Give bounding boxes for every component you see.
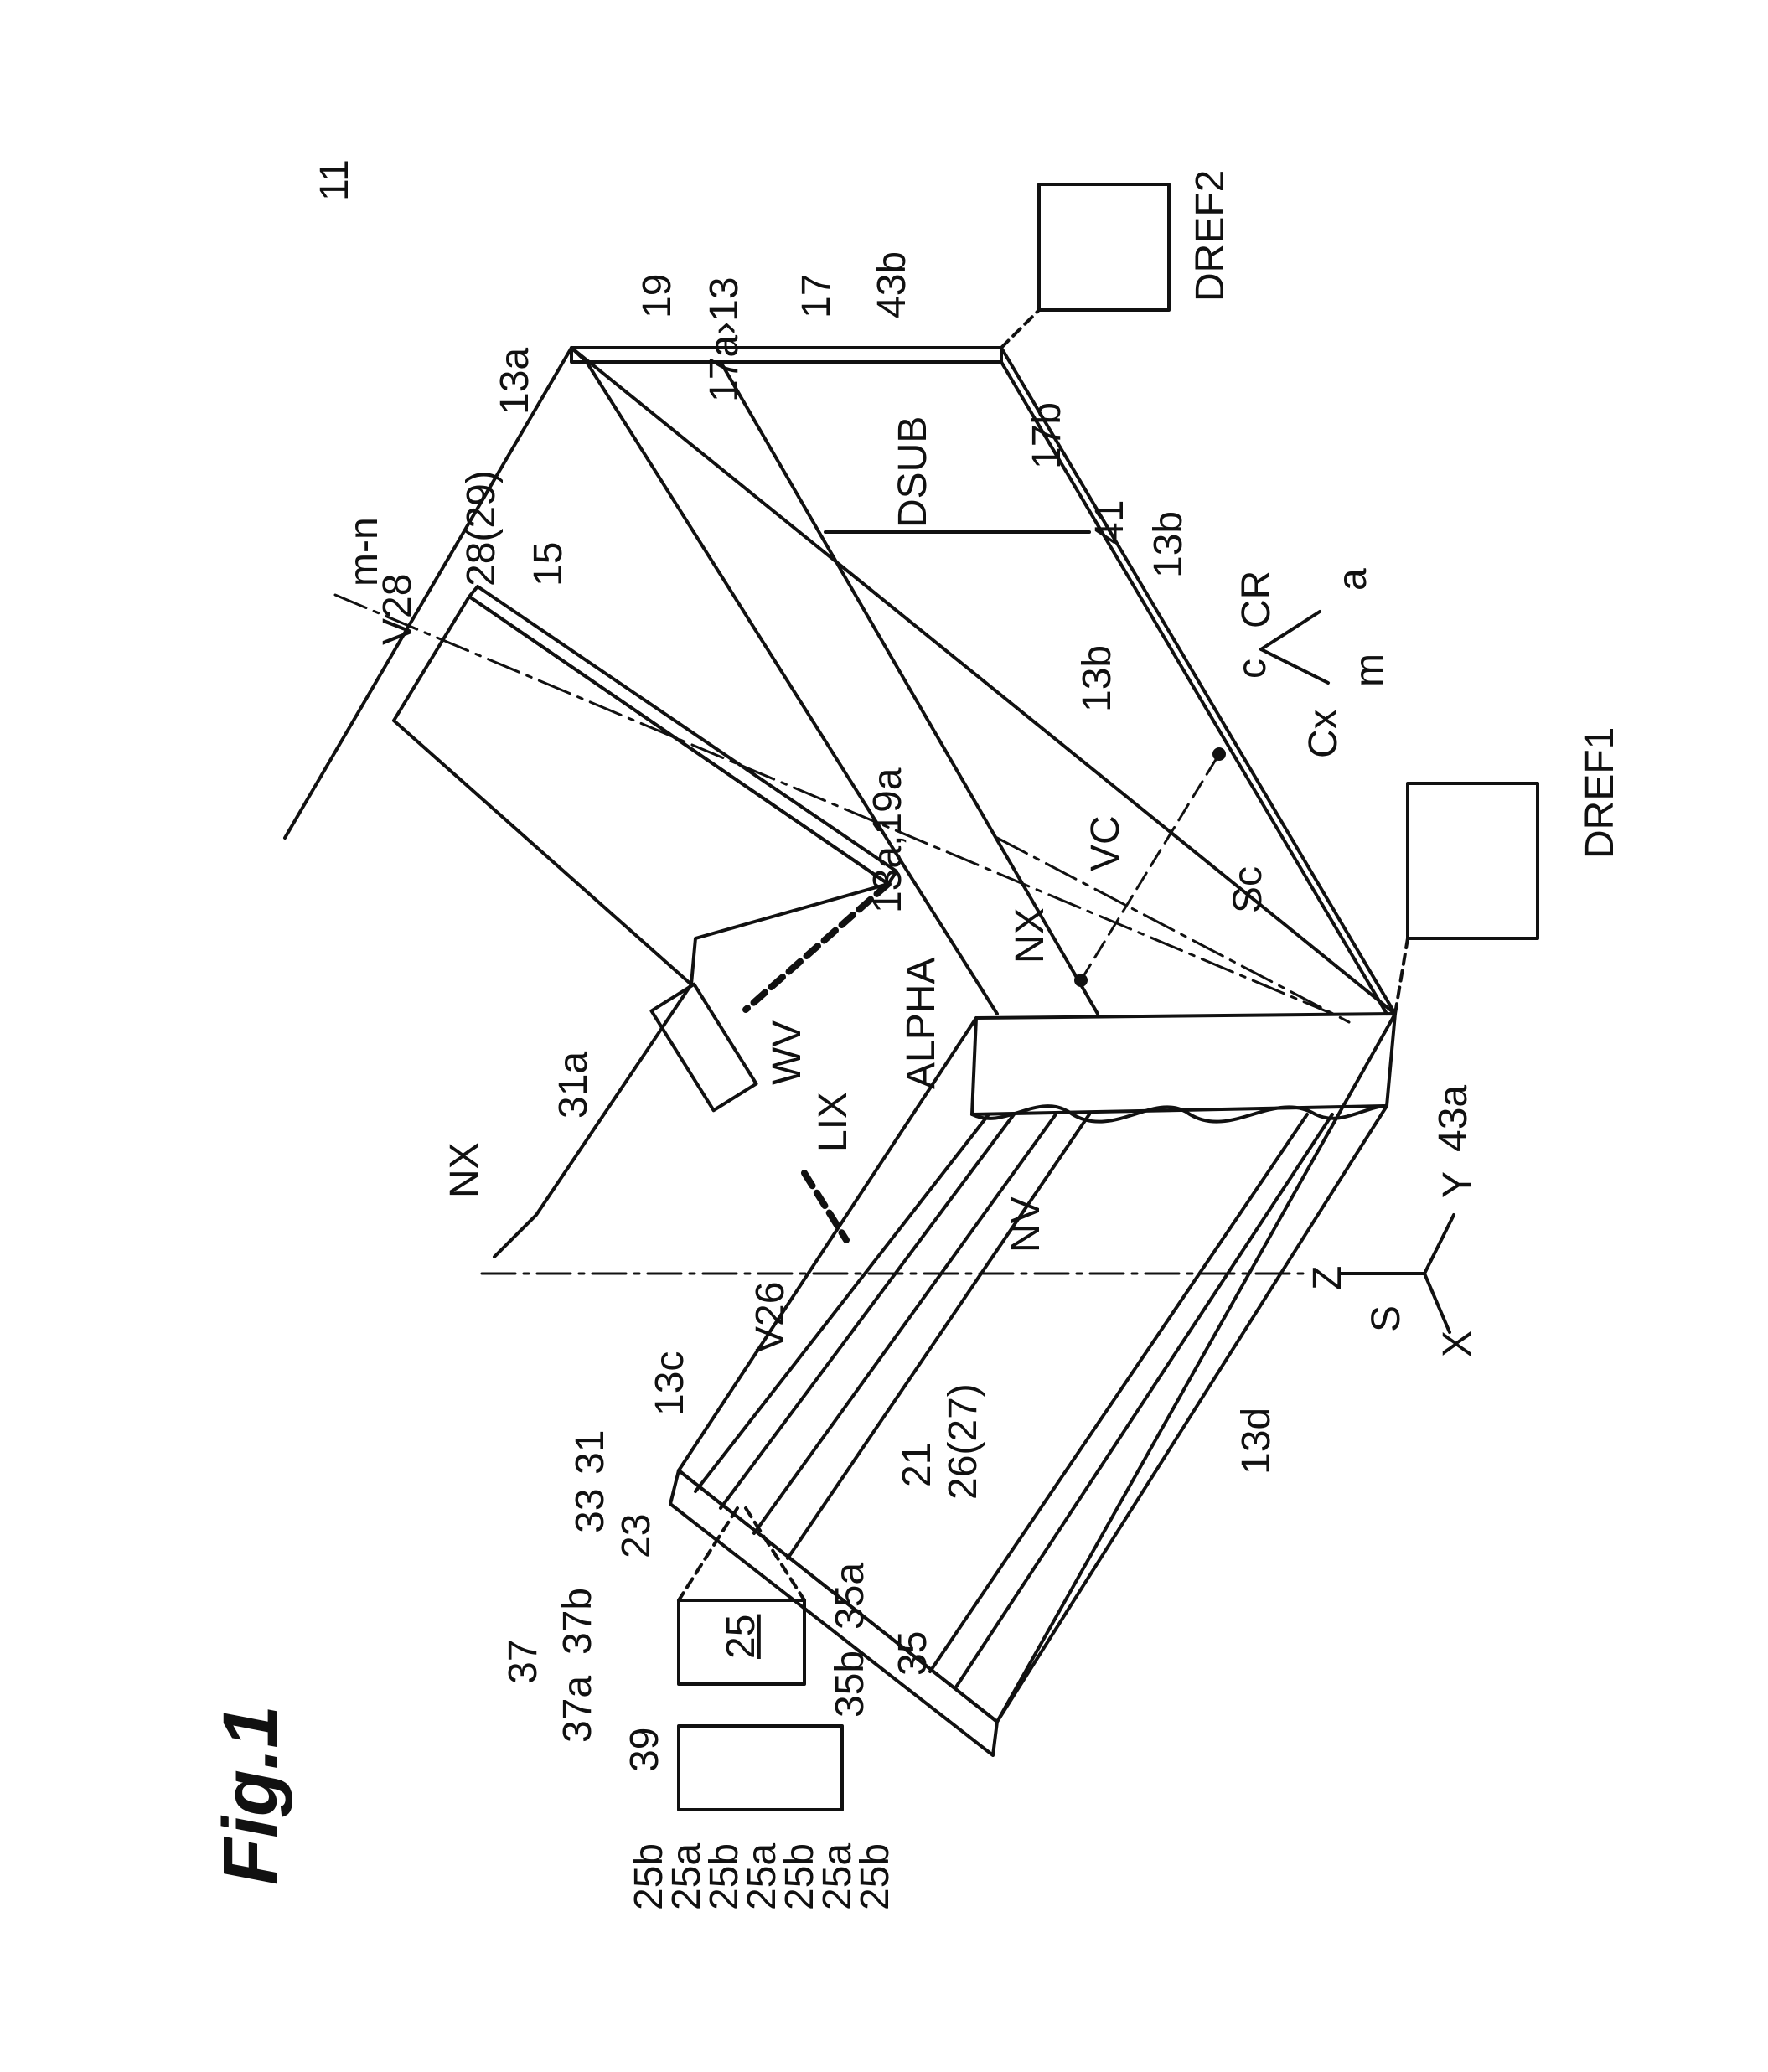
dref1-lead-a	[1395, 938, 1408, 1014]
edge-bottom-long	[997, 1106, 1387, 1722]
end-face-43a	[972, 1014, 1395, 1114]
label-43b: 43b	[870, 251, 914, 318]
substrate-top-outline	[285, 348, 1395, 1722]
label-35: 35	[891, 1631, 935, 1676]
label-z: Z	[1305, 1266, 1350, 1290]
label-nv: NV	[1004, 1196, 1048, 1253]
label-21: 21	[895, 1443, 939, 1487]
label-a: a	[1331, 568, 1375, 591]
label-cx: Cx	[1301, 709, 1346, 758]
label-31a: 31a	[551, 1052, 596, 1119]
label-dref2: DREF2	[1188, 170, 1233, 302]
label-wv: WV	[765, 1020, 809, 1085]
label-13d: 13d	[1234, 1408, 1279, 1475]
label-17a13: 17a›13	[702, 277, 747, 402]
figure-title: Fig.1	[208, 1705, 293, 1885]
label-lix: LIX	[811, 1092, 856, 1152]
label-39: 39	[623, 1728, 667, 1772]
stripe-13d	[930, 1114, 1307, 1672]
axis-y	[1424, 1215, 1454, 1274]
label-13a19a: 13a,19a	[866, 767, 910, 913]
end-block-43b-side	[571, 348, 1001, 362]
label-33: 33	[568, 1489, 613, 1533]
label-25: 25	[719, 1615, 763, 1659]
label-y: Y	[1435, 1171, 1480, 1198]
label-19: 19	[635, 274, 680, 318]
ref-11: 11	[313, 159, 357, 201]
label-13b-right: 13b	[1146, 511, 1191, 578]
stack-label-7: 25b	[853, 1843, 897, 1910]
label-28: 28(29)	[459, 470, 504, 586]
label-35a: 35a	[828, 1563, 872, 1630]
label-35b: 35b	[828, 1651, 872, 1718]
label-37b: 37b	[556, 1588, 600, 1655]
dref2-lead-a	[1001, 310, 1039, 348]
label-c: c	[1230, 659, 1274, 679]
label-31: 31	[568, 1430, 613, 1475]
label-17: 17	[794, 274, 839, 318]
label-sc: Sc	[1226, 866, 1270, 913]
label-13a-top: 13a	[493, 348, 537, 415]
label-dref1: DREF1	[1578, 727, 1622, 859]
label-dsub: DSUB	[891, 416, 935, 528]
label-nx-mid: NX	[1008, 907, 1052, 964]
label-x: X	[1435, 1331, 1480, 1357]
label-v28: V28	[375, 574, 420, 645]
point-cx	[1214, 749, 1224, 759]
label-cr: CR	[1234, 571, 1279, 628]
end-block-43b	[571, 348, 1001, 362]
dref2-box	[1039, 184, 1169, 310]
label-v26: V26	[748, 1282, 793, 1353]
label-43a: 43a	[1431, 1085, 1476, 1152]
labels: Fig.1 11 13a 28(29) m-n V28 15 19 17a›13…	[208, 159, 1622, 1910]
label-15: 15	[526, 542, 571, 586]
label-17b: 17b	[1025, 402, 1069, 469]
label-nx-left: NX	[442, 1142, 487, 1198]
point-nx	[1076, 975, 1086, 985]
label-37: 37	[501, 1640, 545, 1684]
hatch-lix	[804, 1173, 846, 1240]
label-2627: 26(27)	[941, 1383, 985, 1500]
label-s: S	[1364, 1305, 1409, 1332]
ridge-inner	[394, 721, 691, 984]
edge-17b	[587, 362, 997, 1014]
ridge-15	[469, 586, 897, 884]
dref1-box	[1408, 783, 1538, 938]
label-alpha: ALPHA	[899, 958, 943, 1089]
label-m: m	[1347, 654, 1392, 687]
label-13b-mid: 13b	[1075, 645, 1119, 712]
label-37a: 37a	[556, 1676, 600, 1743]
label-23: 23	[614, 1514, 659, 1558]
inset-stack-inner	[679, 1726, 842, 1810]
label-vc: VC	[1083, 815, 1128, 871]
label-13c: 13c	[648, 1351, 692, 1416]
inset-lead-1	[679, 1508, 737, 1600]
label-41: 41	[1088, 500, 1132, 545]
axis-x	[1424, 1274, 1450, 1332]
grating-31a	[651, 984, 756, 1111]
